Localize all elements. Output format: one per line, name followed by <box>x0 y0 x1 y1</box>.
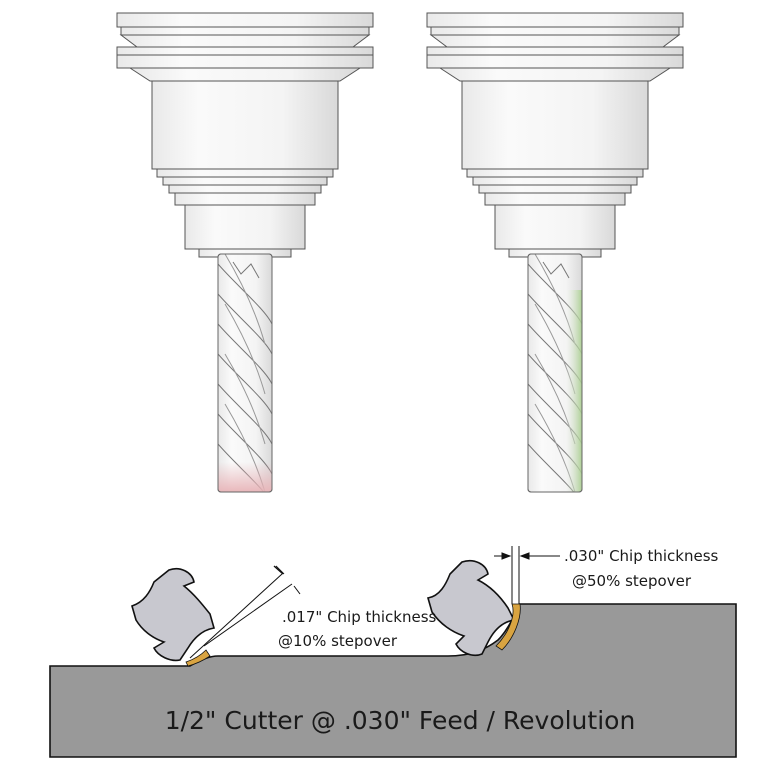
left-chip-thickness-label: .017" Chip thickness <box>282 608 437 626</box>
right-chip-thickness-label: .030" Chip thickness <box>564 547 719 565</box>
right-stepover-label: @50% stepover <box>572 572 692 590</box>
right-side-wear <box>564 290 582 492</box>
left-cutter-profile <box>131 567 216 662</box>
right-cutter-profile <box>426 559 516 657</box>
workpiece-title: 1/2" Cutter @ .030" Feed / Revolution <box>165 706 636 735</box>
left-chip <box>185 649 211 667</box>
left-tip-wear <box>218 462 272 492</box>
right-tool-holder <box>426 12 684 258</box>
left-tool-holder <box>116 12 374 258</box>
right-chip-dimension <box>494 546 560 604</box>
left-stepover-label: @10% stepover <box>278 632 398 650</box>
left-end-mill <box>217 253 273 493</box>
right-end-mill <box>527 253 583 493</box>
left-chip-dimension <box>189 565 301 659</box>
right-chip <box>495 603 521 651</box>
